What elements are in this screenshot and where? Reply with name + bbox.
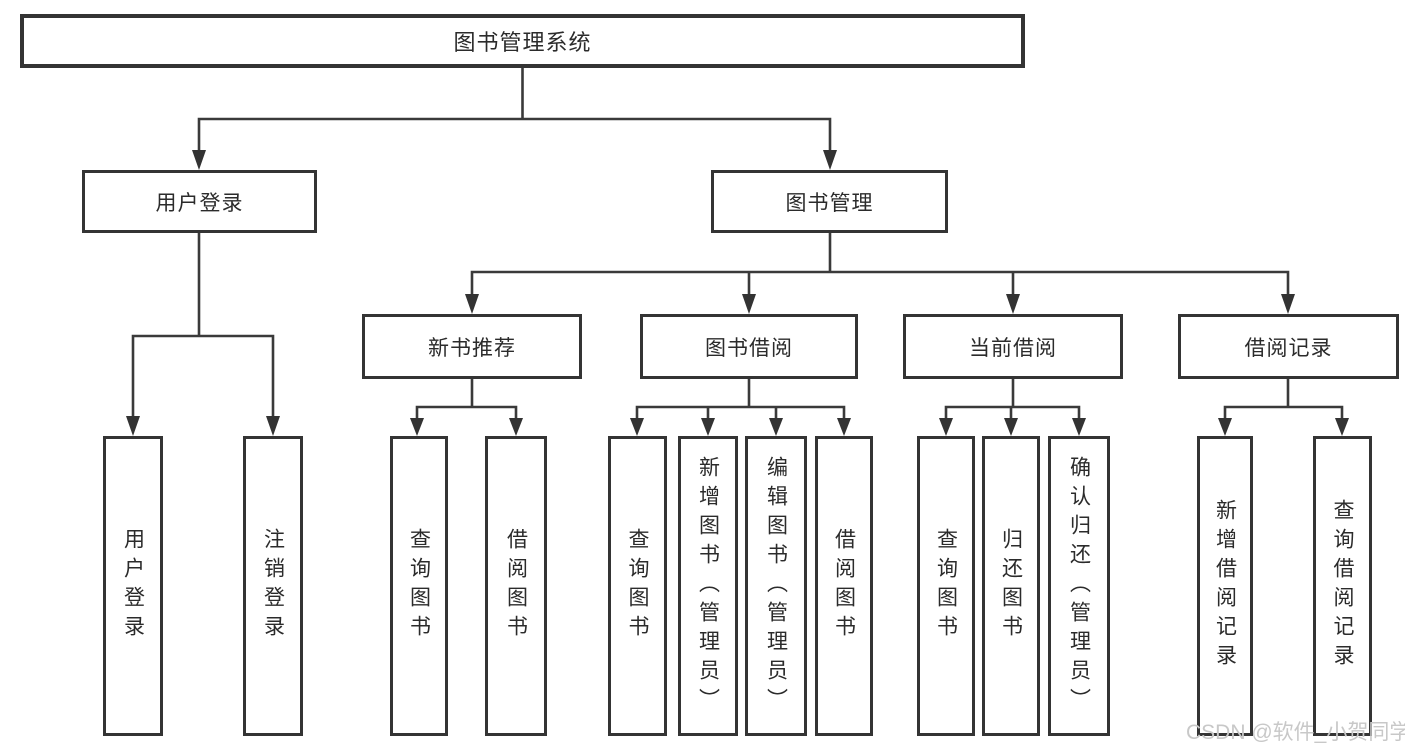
edge-current-borrowing-to-leaves — [944, 377, 1081, 422]
node-borrow-records: 借阅记录 — [1178, 314, 1399, 379]
node-book-borrowing: 图书借阅 — [640, 314, 858, 379]
leaf-user-login: 用户登录 — [103, 436, 163, 736]
node-root: 图书管理系统 — [20, 14, 1025, 68]
node-book-management: 图书管理 — [711, 170, 948, 233]
arrowheads — [126, 150, 1349, 436]
leaf-query-borrow-record: 查询借阅记录 — [1313, 436, 1372, 736]
node-user-login: 用户登录 — [82, 170, 317, 233]
edge-root-to-level1 — [197, 66, 832, 153]
edge-user-login-to-leaves — [131, 231, 275, 419]
watermark: CSDN @软件_小贺同学 — [1186, 721, 1405, 744]
edge-book-management-to-level2 — [470, 231, 1290, 298]
node-current-borrowing: 当前借阅 — [903, 314, 1123, 379]
edge-new-book-recommend-to-leaves — [415, 377, 518, 422]
leaf-logout: 注销登录 — [243, 436, 303, 736]
edge-book-borrowing-to-leaves — [635, 377, 846, 422]
leaf-query-books-recommend: 查询图书 — [390, 436, 448, 736]
leaf-borrow-books-borrowing: 借阅图书 — [815, 436, 873, 736]
leaf-return-book: 归还图书 — [982, 436, 1040, 736]
leaf-edit-book-admin: 编辑图书（管理员） — [745, 436, 807, 736]
leaf-confirm-return-admin: 确认归还（管理员） — [1048, 436, 1110, 736]
node-new-book-recommend: 新书推荐 — [362, 314, 582, 379]
leaf-add-book-admin: 新增图书（管理员） — [678, 436, 738, 736]
edge-borrow-records-to-leaves — [1223, 377, 1344, 422]
leaf-borrow-books-recommend: 借阅图书 — [485, 436, 547, 736]
leaf-add-borrow-record: 新增借阅记录 — [1197, 436, 1253, 736]
leaf-query-books-current: 查询图书 — [917, 436, 975, 736]
leaf-query-books-borrowing: 查询图书 — [608, 436, 667, 736]
